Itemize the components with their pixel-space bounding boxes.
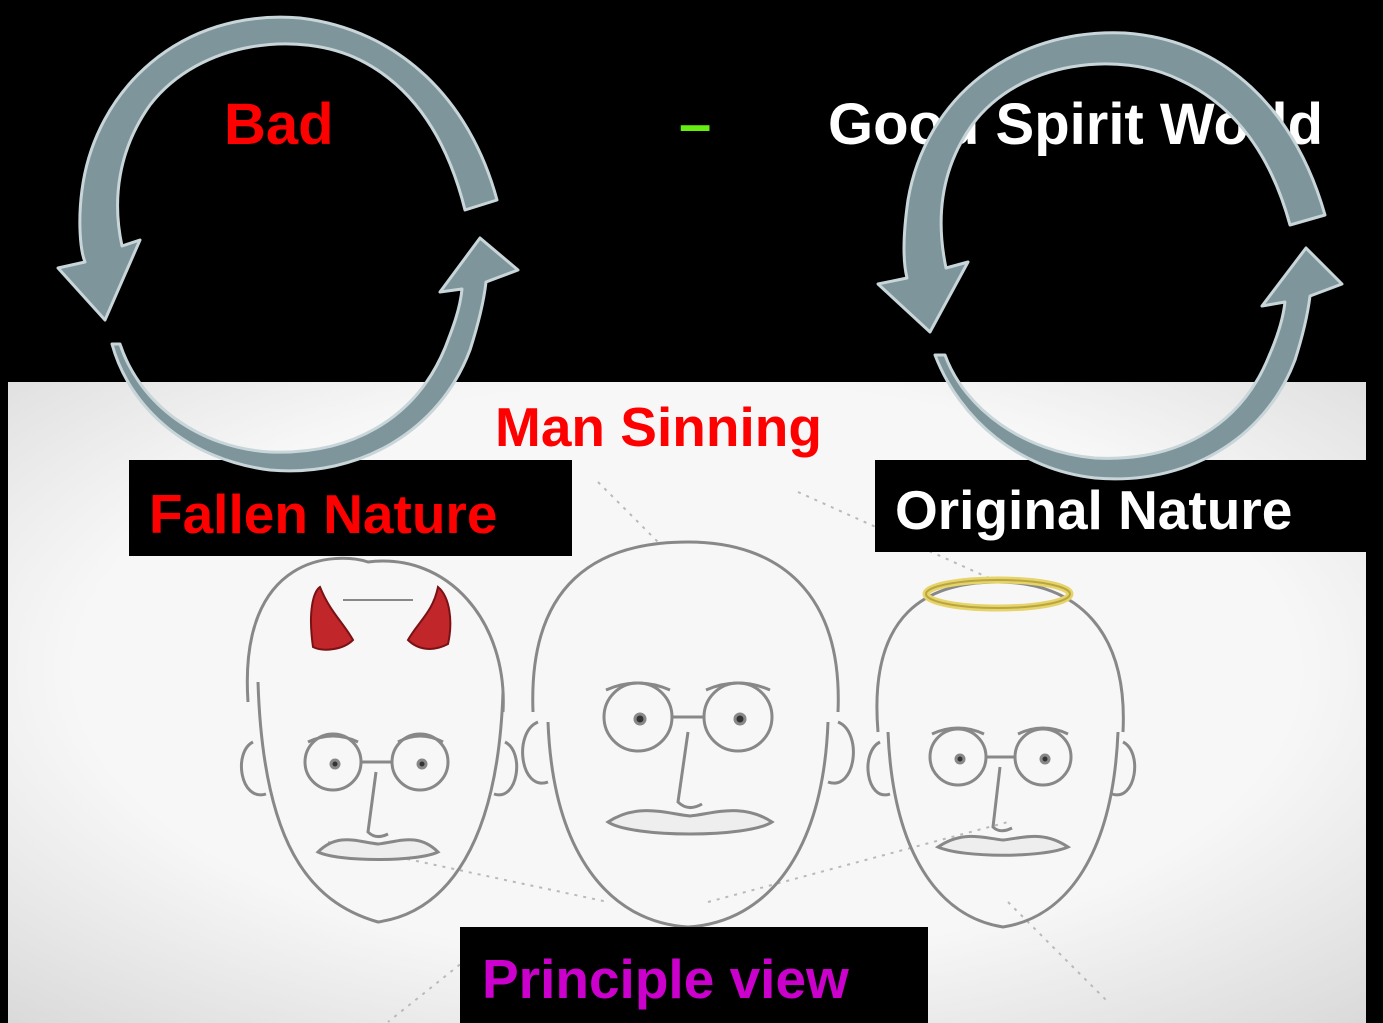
right-arrow-top <box>878 33 1325 332</box>
label-original-nature: Original Nature <box>875 460 1366 552</box>
label-man-sinning: Man Sinning <box>495 397 822 457</box>
label-principle-view: Principle view <box>460 927 928 1023</box>
label-fallen-nature: Fallen Nature <box>129 460 572 556</box>
heading-dash: – <box>679 92 711 158</box>
left-arrow-top <box>58 17 497 320</box>
heading-bad: Bad <box>224 92 334 158</box>
heading-good-spirit-world: Good Spirit World <box>828 92 1323 158</box>
